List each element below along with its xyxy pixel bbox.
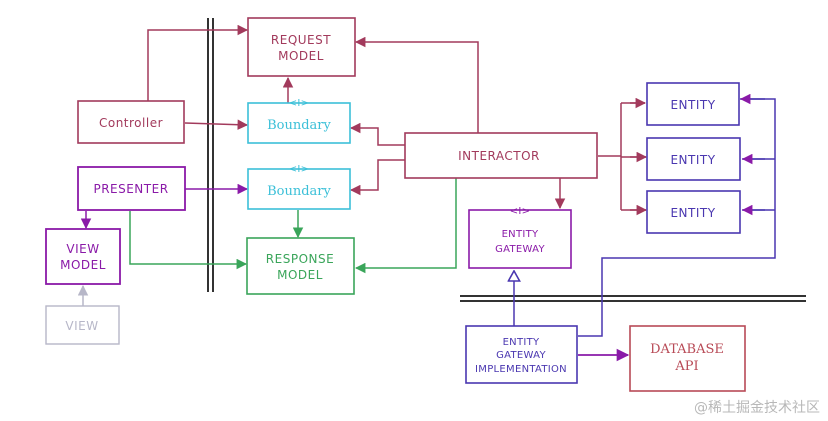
connector-presenter-response-model — [129, 211, 248, 270]
entity-box-2: ENTITY — [646, 137, 741, 181]
boundary-top-box: <I> Boundary — [247, 98, 351, 144]
interactor-box: INTERACTOR — [404, 132, 598, 179]
entity-gateway-label-line1: ENTITY — [502, 229, 539, 240]
view-model-label-line1: VIEW — [66, 242, 99, 256]
response-model-label-line2: MODEL — [277, 268, 323, 282]
database-api-label-line2: API — [674, 359, 698, 374]
database-api-label-line1: DATABASE — [650, 342, 724, 357]
watermark: @稀土掘金技术社区 — [694, 400, 820, 416]
view-label: VIEW — [65, 319, 98, 333]
connector-controller-boundary — [184, 119, 249, 130]
database-api-box: DATABASE API — [629, 325, 746, 392]
connector-interactor-boundary-top — [349, 122, 405, 146]
response-model-label-line1: RESPONSE — [266, 252, 334, 266]
request-model-label-line2: MODEL — [278, 49, 324, 63]
horizontal-boundary-line — [460, 295, 806, 302]
impl-label-line3: IMPLEMENTATION — [475, 364, 567, 375]
interactor-label: INTERACTOR — [458, 149, 540, 163]
response-model-box: RESPONSE MODEL — [246, 237, 355, 295]
connector-interactor-boundary-bottom — [349, 159, 405, 196]
connector-controller-request-model — [147, 24, 249, 101]
entity-box-3: ENTITY — [646, 190, 741, 234]
boundary-bottom-label: Boundary — [267, 184, 331, 199]
entity-gateway-box: <I> ENTITY GATEWAY — [468, 206, 572, 269]
request-model-box: REQUEST MODEL — [247, 17, 356, 77]
connector-interactor-request-model — [354, 36, 479, 133]
entity-3-label: ENTITY — [670, 206, 715, 220]
entity-gateway-label-line2: GATEWAY — [495, 244, 545, 255]
entity-box-1: ENTITY — [646, 82, 740, 126]
boundary-top-interface-tag: <I> — [289, 98, 310, 109]
boundary-bottom-box: <I> Boundary — [247, 164, 351, 210]
entity-2-label: ENTITY — [670, 153, 715, 167]
vertical-boundary-line — [207, 18, 214, 292]
presenter-label: PRESENTER — [93, 182, 168, 196]
view-model-box: VIEW MODEL — [45, 228, 121, 285]
boundary-top-label: Boundary — [267, 118, 331, 133]
entity-gateway-implementation-box: ENTITY GATEWAY IMPLEMENTATION — [465, 325, 578, 384]
entity-gateway-interface-tag: <I> — [510, 206, 531, 217]
request-model-label-line1: REQUEST — [271, 33, 331, 47]
presenter-box: PRESENTER — [77, 166, 186, 211]
controller-label: Controller — [99, 116, 163, 130]
boundary-bottom-interface-tag: <I> — [289, 164, 310, 175]
impl-label-line2: GATEWAY — [496, 350, 546, 361]
view-model-label-line2: MODEL — [60, 258, 106, 272]
impl-label-line1: ENTITY — [503, 337, 540, 348]
connector-interactor-response-model — [354, 178, 457, 274]
entity-1-label: ENTITY — [670, 98, 715, 112]
view-box: VIEW — [45, 305, 120, 345]
controller-box: Controller — [77, 100, 185, 144]
